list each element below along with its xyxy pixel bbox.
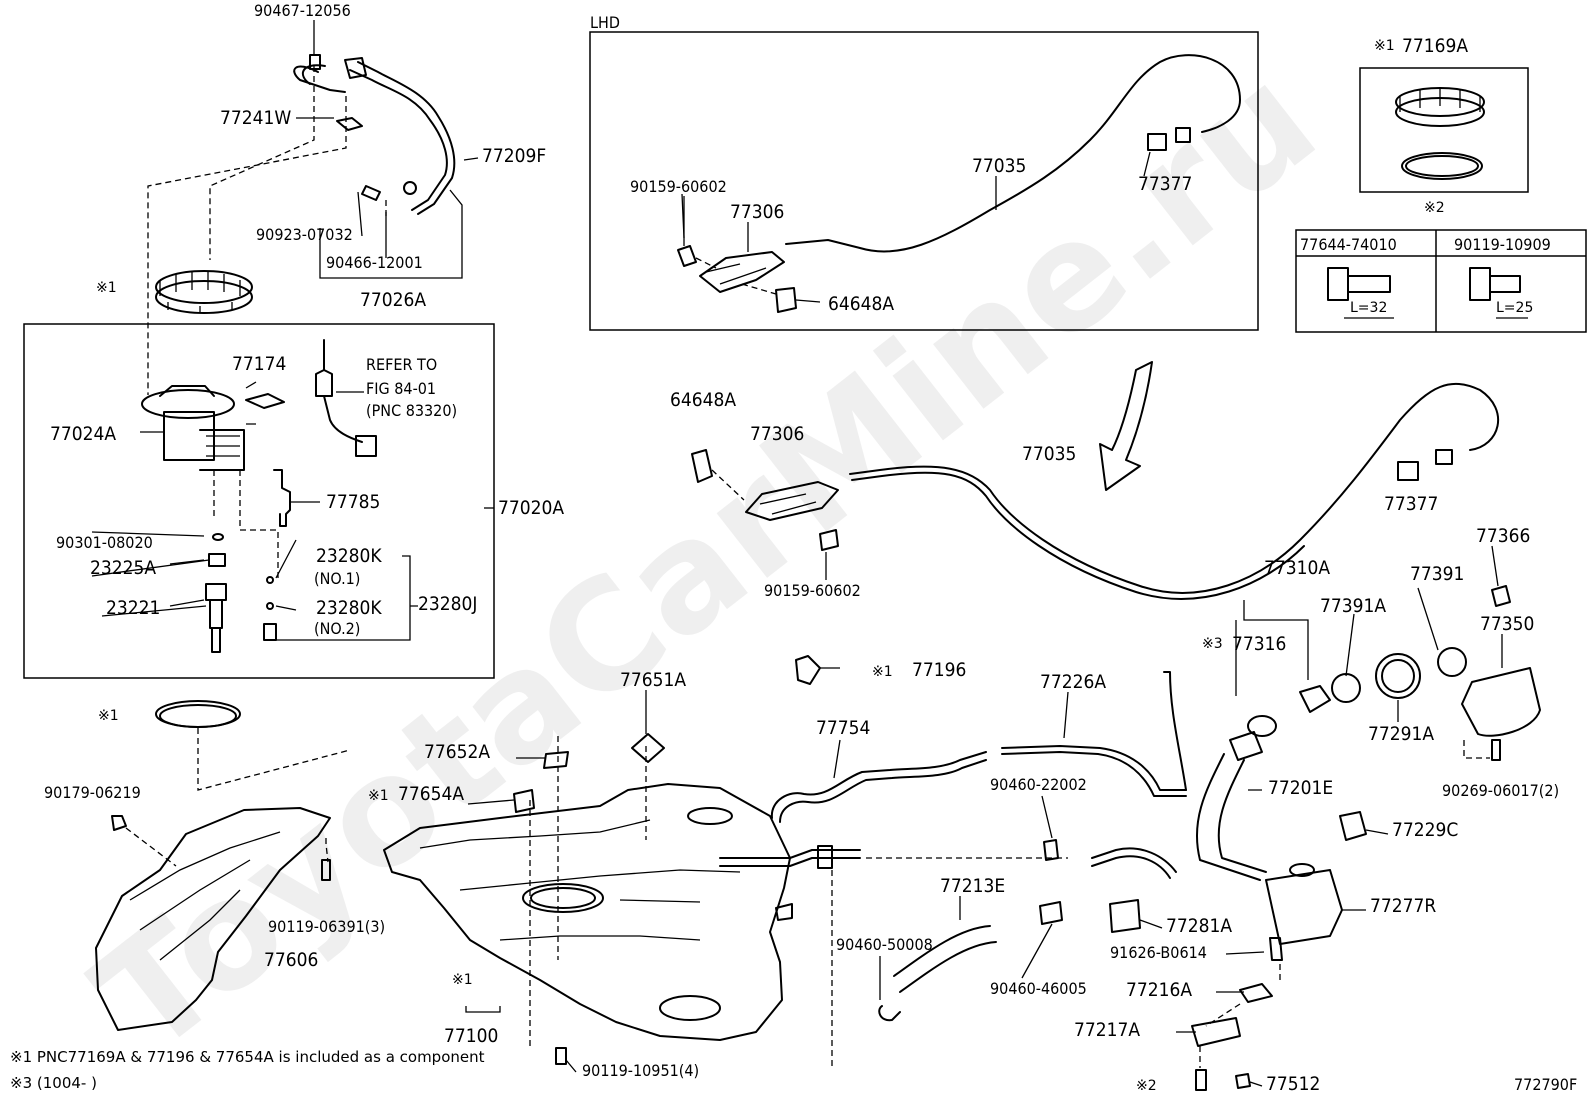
label-23221: 23221 bbox=[106, 597, 160, 619]
label-77174: 77174 bbox=[232, 353, 286, 375]
label-77391: 77391 bbox=[1410, 563, 1464, 585]
bolt-table bbox=[1295, 229, 1587, 333]
label-77035-top: 77035 bbox=[972, 155, 1026, 177]
label-77377: 77377 bbox=[1384, 493, 1438, 515]
label-77377-top: 77377 bbox=[1138, 173, 1192, 195]
label-77512: 77512 bbox=[1266, 1073, 1320, 1095]
figure-id: 772790F bbox=[1514, 1075, 1577, 1094]
lock-ring-left bbox=[155, 270, 253, 314]
label-77217A: 77217A bbox=[1074, 1019, 1140, 1041]
label-77306-top: 77306 bbox=[730, 201, 784, 223]
label-90301-08020: 90301-08020 bbox=[56, 533, 153, 552]
labels: 90467-12056 77241W 77209F 90923-07032 90… bbox=[10, 1, 1577, 1095]
tank-pads bbox=[513, 733, 665, 813]
fuel-pump-assembly-box bbox=[23, 323, 495, 679]
label-77213E: 77213E bbox=[940, 875, 1005, 897]
gasket-ring bbox=[155, 700, 351, 791]
label-77651A: 77651A bbox=[620, 669, 686, 691]
label-23280K-2: 23280K bbox=[316, 597, 382, 619]
label-mark1-77654A: ※1 bbox=[368, 788, 389, 804]
label-77291A: 77291A bbox=[1368, 723, 1434, 745]
label-77026A: 77026A bbox=[360, 289, 426, 311]
label-no2: (NO.2) bbox=[314, 619, 360, 638]
label-77281A: 77281A bbox=[1166, 915, 1232, 937]
label-77391A: 77391A bbox=[1320, 595, 1386, 617]
label-no1: (NO.1) bbox=[314, 569, 360, 588]
label-77366: 77366 bbox=[1476, 525, 1530, 547]
label-90159-60602-top: 90159-60602 bbox=[630, 177, 727, 196]
fuel-pump-parts bbox=[91, 339, 494, 653]
label-mark3: ※3 bbox=[1202, 636, 1223, 652]
lhd-cable bbox=[677, 54, 1241, 313]
label-77209F: 77209F bbox=[482, 145, 546, 167]
lock-ring-right bbox=[1395, 87, 1485, 180]
label-77306: 77306 bbox=[750, 423, 804, 445]
label-l32: L=32 bbox=[1350, 300, 1387, 316]
direction-arrow bbox=[1099, 361, 1153, 491]
footnote-3: ※3 (1004- ) bbox=[10, 1074, 97, 1092]
footnote-1: ※1 PNC77169A & 77196 & 77654A is include… bbox=[10, 1048, 485, 1066]
label-mark2-bottom: ※2 bbox=[1136, 1078, 1157, 1094]
label-77316: 77316 bbox=[1232, 633, 1286, 655]
label-77644-74010: 77644-74010 bbox=[1300, 235, 1397, 254]
label-77100: 77100 bbox=[444, 1025, 498, 1047]
label-90460-22002: 90460-22002 bbox=[990, 775, 1087, 794]
label-77754: 77754 bbox=[816, 717, 870, 739]
label-77035: 77035 bbox=[1022, 443, 1076, 465]
lhd-box bbox=[589, 31, 1259, 331]
label-90467-12056: 90467-12056 bbox=[254, 1, 351, 20]
vent-tube-assembly bbox=[147, 54, 463, 395]
label-90119-10951: 90119-10951(4) bbox=[582, 1061, 699, 1080]
heat-protector bbox=[95, 807, 331, 1031]
fuel-lid-cable bbox=[691, 382, 1499, 600]
label-90159-60602: 90159-60602 bbox=[764, 581, 861, 600]
label-77201E: 77201E bbox=[1268, 777, 1333, 799]
label-mark1-tank: ※1 bbox=[452, 972, 473, 988]
label-77241W: 77241W bbox=[220, 107, 291, 129]
label-mark1-77169A: ※1 bbox=[1374, 38, 1395, 54]
label-23280J: 23280J bbox=[418, 593, 477, 615]
label-l25: L=25 bbox=[1496, 300, 1533, 316]
label-90460-50008: 90460-50008 bbox=[836, 935, 933, 954]
label-lhd: LHD bbox=[590, 13, 620, 32]
filler-hose bbox=[878, 811, 1367, 1091]
label-90119-10909: 90119-10909 bbox=[1454, 235, 1551, 254]
label-90119-06391: 90119-06391(3) bbox=[268, 917, 385, 936]
label-mark1-ring: ※1 bbox=[96, 280, 117, 296]
label-77169A: 77169A bbox=[1402, 35, 1468, 57]
label-refer-line2: FIG 84-01 bbox=[366, 379, 436, 398]
label-77229C: 77229C bbox=[1392, 819, 1458, 841]
label-77024A: 77024A bbox=[50, 423, 116, 445]
label-90923-07032: 90923-07032 bbox=[256, 225, 353, 244]
label-77277R: 77277R bbox=[1370, 895, 1436, 917]
fuel-tank bbox=[383, 736, 1068, 1066]
label-90269-06017: 90269-06017(2) bbox=[1442, 781, 1559, 800]
label-64648A: 64648A bbox=[670, 389, 736, 411]
vent-hoses bbox=[770, 655, 1187, 823]
label-64648A-top: 64648A bbox=[828, 293, 894, 315]
label-77785: 77785 bbox=[326, 491, 380, 513]
label-mark2: ※2 bbox=[1424, 200, 1445, 216]
label-77606: 77606 bbox=[264, 949, 318, 971]
label-90466-12001: 90466-12001 bbox=[326, 253, 423, 272]
lock-ring-box bbox=[1359, 67, 1529, 193]
label-90179-06219: 90179-06219 bbox=[44, 783, 141, 802]
label-77654A: 77654A bbox=[398, 783, 464, 805]
label-77350: 77350 bbox=[1480, 613, 1534, 635]
label-refer-line3: (PNC 83320) bbox=[366, 401, 457, 420]
label-77226A: 77226A bbox=[1040, 671, 1106, 693]
label-77020A: 77020A bbox=[498, 497, 564, 519]
label-77310A: 77310A bbox=[1264, 557, 1330, 579]
label-77216A: 77216A bbox=[1126, 979, 1192, 1001]
label-77196: 77196 bbox=[912, 659, 966, 681]
label-mark1-77196: ※1 bbox=[872, 664, 893, 680]
label-91626-B0614: 91626-B0614 bbox=[1110, 943, 1207, 962]
label-mark1-gasket: ※1 bbox=[98, 708, 119, 724]
label-refer-line1: REFER TO bbox=[366, 355, 437, 374]
leader-lines bbox=[91, 20, 1503, 1087]
label-23280K-1: 23280K bbox=[316, 545, 382, 567]
label-90460-46005: 90460-46005 bbox=[990, 979, 1087, 998]
label-77652A: 77652A bbox=[424, 741, 490, 763]
